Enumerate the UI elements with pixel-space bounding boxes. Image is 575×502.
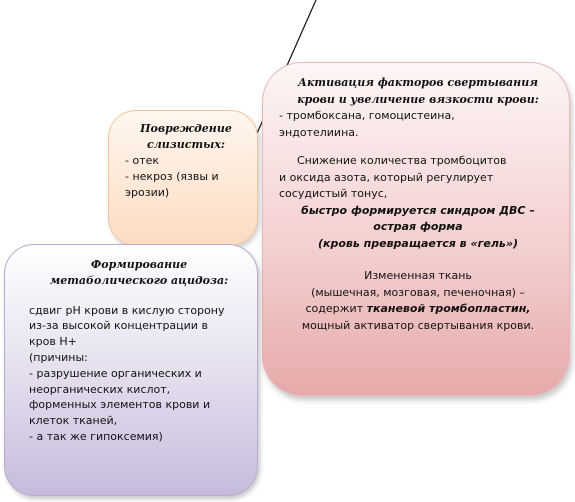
- mucosa-item: эрозии): [125, 186, 170, 199]
- coagulation-title: Активация факторов свертывания крови и у…: [279, 75, 557, 108]
- acidosis-title-line: метаболического ацидоза:: [49, 273, 229, 287]
- coagulation-title-line: Активация факторов свертывания: [298, 76, 538, 89]
- mucosa-item: - некроз (язвы и: [125, 170, 219, 183]
- text-line: сдвиг pH крови в кислую сторону: [29, 303, 225, 317]
- text-line: форменных элементов крови и: [29, 398, 211, 412]
- mucosa-title-line: слизистых:: [147, 138, 225, 151]
- acidosis-body: сдвиг pH крови в кислую сторону из-за вы…: [29, 303, 249, 445]
- text-line: эндотелиина.: [279, 125, 359, 139]
- text-line: (кровь превращается в «гель»): [317, 236, 519, 250]
- text-line: быстро формируется синдром ДВС –: [301, 203, 535, 217]
- platelet-paragraph: Снижение количества тромбоцитов и оксида…: [279, 153, 557, 203]
- text-line: клеток тканей,: [29, 414, 118, 428]
- text-line: из-за высокой концентрации в: [29, 319, 208, 333]
- text-line: (мышечная, мозговая, печеночная) –: [311, 285, 525, 299]
- text-line: неорганических кислот,: [29, 382, 171, 396]
- text-span: содержит: [305, 302, 364, 315]
- text-line: - разрушение органических и: [29, 366, 202, 380]
- text-line: Измененная ткань: [364, 269, 472, 282]
- mucosa-damage-box: Повреждение слизистых: - отек - некроз (…: [108, 110, 258, 246]
- mucosa-title-line: Повреждение: [140, 122, 232, 135]
- text-line: Снижение количества тромбоцитов: [297, 154, 507, 167]
- text-line: и оксида азота, который регулирует: [279, 170, 494, 184]
- text-line: острая форма: [373, 220, 463, 233]
- mucosa-item: - отек: [125, 154, 160, 167]
- coagulation-factors: - тромбоксана, гомоцистеина, эндотелиина…: [279, 108, 557, 141]
- coagulation-title-line: крови и увеличение вязкости крови:: [297, 92, 539, 106]
- text-line: - тромбоксана, гомоцистеина,: [279, 109, 455, 122]
- text-line: - а так же гипоксемия): [29, 429, 163, 443]
- text-line: (причины:: [29, 350, 88, 364]
- tissue-thromboplastin-text: тканевой тромбопластин,: [366, 302, 531, 315]
- metabolic-acidosis-box: Формирование метаболического ацидоза: сд…: [4, 244, 258, 496]
- text-line: мощный активатор свертывания крови.: [301, 318, 535, 332]
- coagulation-box: Активация факторов свертывания крови и у…: [262, 62, 570, 396]
- dic-syndrome-text: быстро формируется синдром ДВС – острая …: [279, 203, 557, 253]
- text-line: сосудистый тонус,: [279, 187, 388, 200]
- mucosa-title: Повреждение слизистых:: [125, 121, 247, 153]
- text-line: кров Н+: [29, 335, 77, 349]
- acidosis-title: Формирование метаболического ацидоза:: [29, 257, 249, 289]
- text-line: содержит тканевой тромбопластин,: [279, 301, 557, 318]
- tissue-paragraph: Измененная ткань (мышечная, мозговая, пе…: [279, 268, 557, 334]
- acidosis-title-line: Формирование: [90, 258, 188, 271]
